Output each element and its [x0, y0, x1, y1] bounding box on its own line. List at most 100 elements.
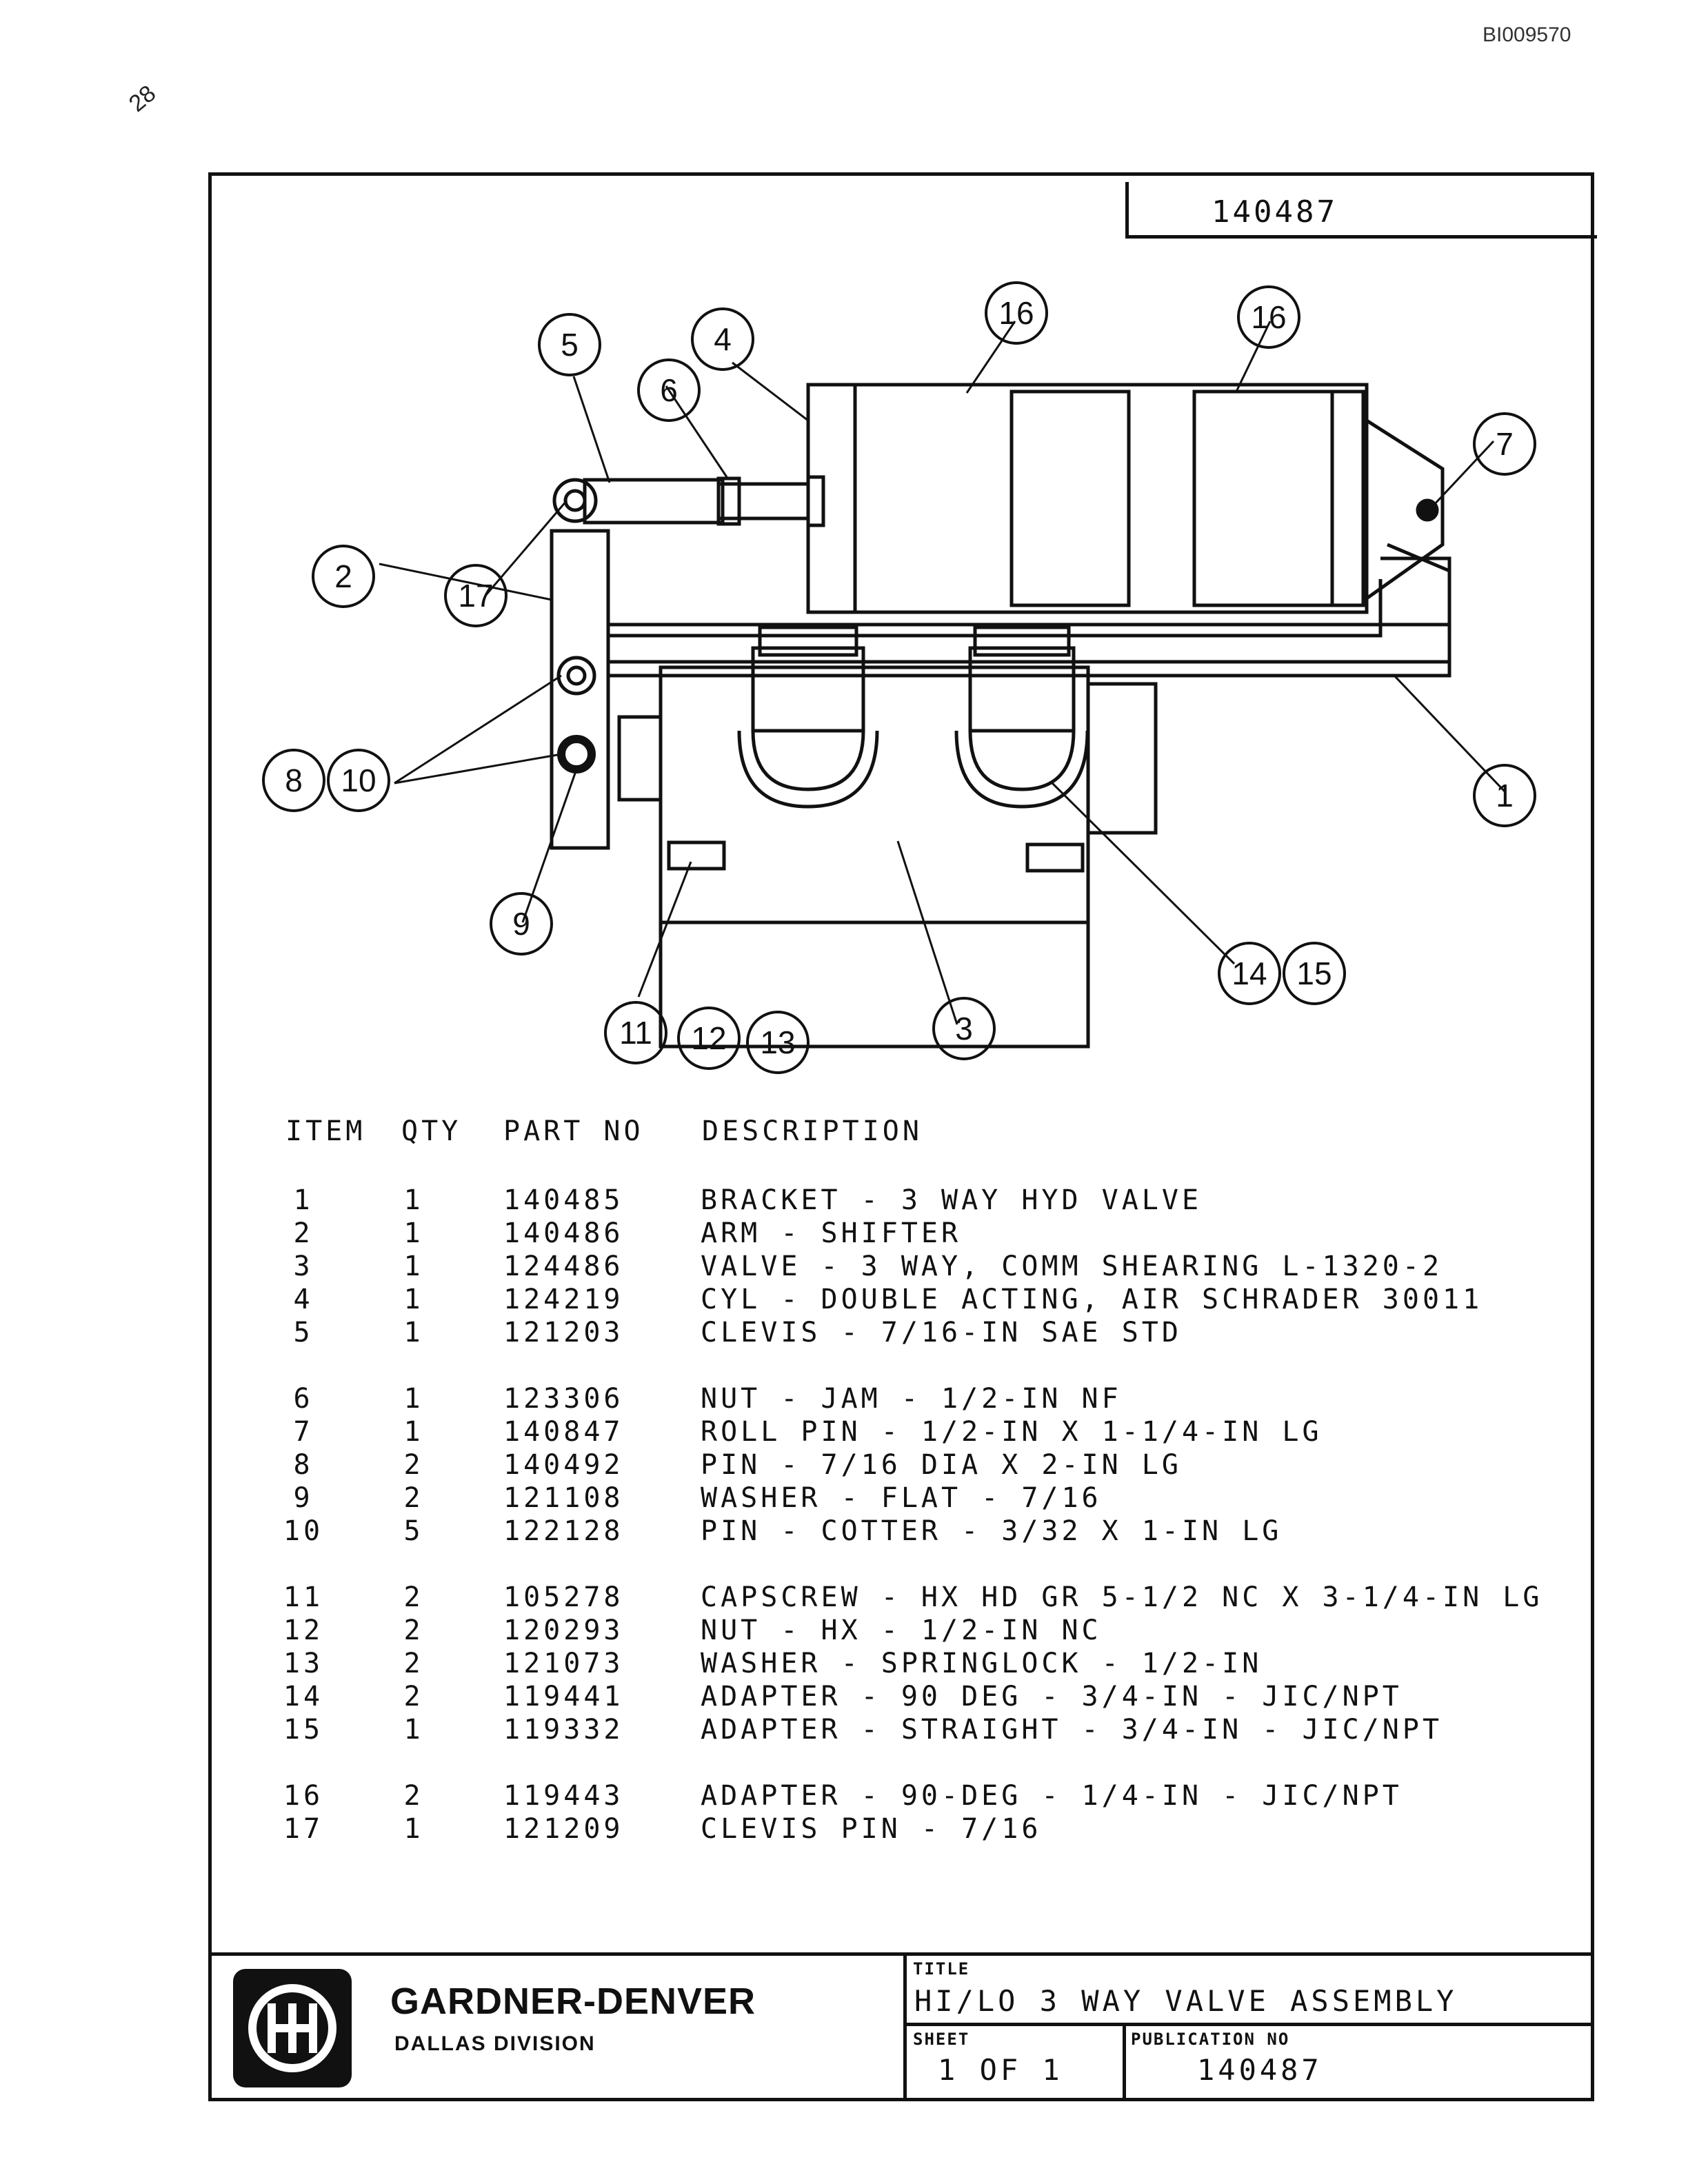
part-number: 120293: [503, 1615, 624, 1646]
quantity: 1: [403, 1813, 424, 1845]
title-block-divider: [1123, 2024, 1126, 2101]
part-description: CAPSCREW - HX HD GR 5-1/2 NC X 3-1/4-IN …: [701, 1581, 1543, 1613]
callout-number: 12: [691, 1020, 726, 1056]
item-number: 5: [293, 1317, 314, 1348]
company-logo: [233, 1969, 352, 2087]
callout-balloon: [1473, 764, 1536, 827]
callout-balloon: [604, 1001, 667, 1064]
drawing-frame: [208, 172, 1594, 2101]
part-number: 119443: [503, 1780, 624, 1812]
part-description: VALVE - 3 WAY, COMM SHEARING L-1320-2: [701, 1251, 1443, 1282]
callout-number: 13: [760, 1024, 795, 1060]
quantity: 5: [403, 1515, 424, 1547]
item-number: 17: [283, 1813, 324, 1845]
callout-number: 9: [512, 906, 530, 942]
callout-number: 2: [334, 558, 352, 594]
item-number: 1: [293, 1184, 314, 1216]
callout-number: 10: [341, 762, 376, 798]
corner-mark: 28: [123, 80, 161, 117]
callout-number: 11: [619, 1015, 652, 1051]
part-description: ARM - SHIFTER: [701, 1217, 962, 1249]
callout-balloon: [985, 281, 1048, 345]
callout-balloon: [746, 1011, 810, 1074]
drawing-number: 140487: [1212, 194, 1338, 230]
drawing-title: HI/LO 3 WAY VALVE ASSEMBLY: [914, 1984, 1458, 2018]
callout-balloon: [312, 545, 375, 608]
quantity: 2: [403, 1482, 424, 1514]
part-description: PIN - 7/16 DIA X 2-IN LG: [701, 1449, 1182, 1481]
column-header-qty: QTY: [401, 1115, 462, 1147]
callout-number: 3: [955, 1011, 973, 1046]
column-header-description: DESCRIPTION: [702, 1115, 923, 1147]
item-number: 3: [293, 1251, 314, 1282]
quantity: 2: [403, 1681, 424, 1712]
sheet-label: SHEET: [913, 2030, 970, 2049]
callout-number: 15: [1296, 956, 1332, 991]
callout-number: 5: [561, 327, 579, 363]
callout-number: 6: [660, 372, 678, 408]
part-description: PIN - COTTER - 3/32 X 1-IN LG: [701, 1515, 1283, 1547]
callout-balloon: [677, 1007, 741, 1070]
item-number: 10: [283, 1515, 324, 1547]
quantity: 2: [403, 1615, 424, 1646]
callout-balloon: [1237, 285, 1300, 349]
callout-balloon: [262, 749, 325, 812]
callout-balloon: [1218, 942, 1281, 1005]
quantity: 1: [403, 1714, 424, 1746]
part-number: 119441: [503, 1681, 624, 1712]
part-number: 124486: [503, 1251, 624, 1282]
item-number: 14: [283, 1681, 324, 1712]
column-header-part-no: PART NO: [503, 1115, 644, 1147]
callout-number: 8: [285, 762, 303, 798]
part-description: NUT - HX - 1/2-IN NC: [701, 1615, 1102, 1646]
company-logo-icon: [248, 1984, 336, 2072]
part-number: 122128: [503, 1515, 624, 1547]
callout-number: 16: [998, 295, 1034, 331]
item-number: 2: [293, 1217, 314, 1249]
quantity: 1: [403, 1184, 424, 1216]
callout-balloon: [1473, 412, 1536, 476]
callout-number: 7: [1496, 426, 1514, 462]
part-description: ADAPTER - 90-DEG - 1/4-IN - JIC/NPT: [701, 1780, 1403, 1812]
part-description: ROLL PIN - 1/2-IN X 1-1/4-IN LG: [701, 1416, 1323, 1448]
part-description: CLEVIS PIN - 7/16: [701, 1813, 1042, 1845]
callout-number: 4: [714, 321, 732, 357]
part-number: 140492: [503, 1449, 624, 1481]
quantity: 1: [403, 1416, 424, 1448]
quantity: 1: [403, 1217, 424, 1249]
part-number: 121209: [503, 1813, 624, 1845]
company-name: GARDNER-DENVER: [390, 1981, 756, 2022]
callout-balloon: [1283, 942, 1346, 1005]
callout-number: 17: [458, 578, 493, 614]
part-number: 123306: [503, 1383, 624, 1415]
sheet-value: 1 OF 1: [938, 2053, 1063, 2087]
part-number: 121203: [503, 1317, 624, 1348]
part-number: 140486: [503, 1217, 624, 1249]
item-number: 16: [283, 1780, 324, 1812]
item-number: 8: [293, 1449, 314, 1481]
part-number: 119332: [503, 1714, 624, 1746]
callout-number: 16: [1251, 299, 1286, 335]
callout-balloon: [691, 307, 754, 371]
callout-balloon: [538, 313, 601, 376]
callout-balloon: [637, 358, 701, 422]
drawing-number-box: 140487: [1125, 182, 1597, 239]
part-number: 140485: [503, 1184, 624, 1216]
part-description: CLEVIS - 7/16-IN SAE STD: [701, 1317, 1182, 1348]
part-description: ADAPTER - STRAIGHT - 3/4-IN - JIC/NPT: [701, 1714, 1443, 1746]
item-number: 9: [293, 1482, 314, 1514]
part-number: 105278: [503, 1581, 624, 1613]
title-block-divider: [903, 1952, 907, 2101]
callout-number: 1: [1496, 778, 1514, 813]
title-block: [208, 1952, 1594, 2101]
callout-balloon: [932, 997, 996, 1060]
item-number: 6: [293, 1383, 314, 1415]
title-label: TITLE: [913, 1959, 970, 1979]
quantity: 2: [403, 1648, 424, 1679]
part-description: NUT - JAM - 1/2-IN NF: [701, 1383, 1122, 1415]
item-number: 13: [283, 1648, 324, 1679]
column-header-item: ITEM: [285, 1115, 366, 1147]
quantity: 1: [403, 1251, 424, 1282]
quantity: 1: [403, 1383, 424, 1415]
